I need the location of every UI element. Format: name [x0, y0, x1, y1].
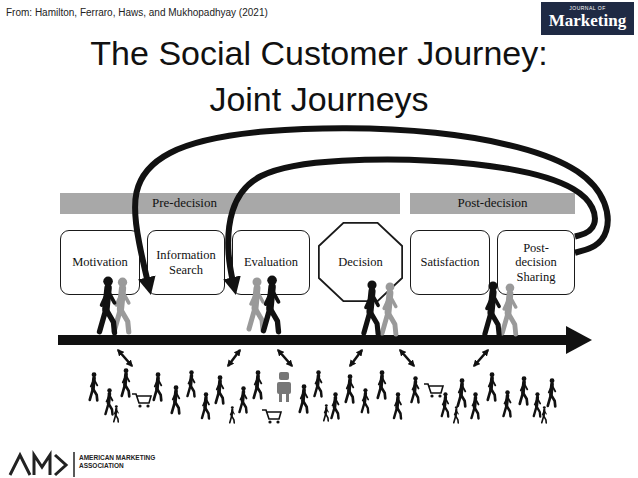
crowd-person	[188, 370, 195, 396]
association-name: AMERICAN MARKETING ASSOCIATION	[79, 454, 163, 470]
crowd-person	[300, 384, 308, 412]
stage-label: Post-decision Sharing	[504, 241, 568, 284]
stage-box: Motivation	[60, 230, 140, 295]
ama-logo	[10, 452, 74, 477]
cart-wheel	[430, 394, 433, 397]
crowd-person	[346, 374, 354, 402]
feedback-arrow	[135, 128, 608, 287]
crowd-person	[202, 392, 209, 418]
stage-box: Satisfaction	[410, 230, 490, 295]
cart-symbol	[262, 410, 281, 419]
crowd-person	[504, 390, 511, 416]
robot-body	[277, 382, 291, 394]
stage-box: Information Search	[147, 230, 225, 295]
ama-logo-mark	[55, 455, 66, 475]
stage-label: Motivation	[72, 255, 128, 269]
cart-wheel	[276, 420, 279, 423]
double-arrow	[228, 350, 240, 366]
companion-figure	[114, 278, 129, 332]
companion-figure	[382, 282, 396, 334]
feedback-arrow	[228, 160, 595, 288]
journal-logo-text: Marketing	[541, 12, 634, 30]
phase-band: Post-decision	[410, 193, 575, 214]
journal-logo-box	[541, 2, 634, 35]
ama-logo-mark	[34, 455, 50, 475]
crowd-person	[458, 378, 466, 406]
crowd-person	[362, 388, 369, 412]
stage-label: Evaluation	[244, 255, 298, 269]
cart-wheel	[268, 420, 271, 423]
slide-title: The Social Customer Journey: Joint Journ…	[69, 30, 569, 122]
crowd-person	[332, 392, 339, 418]
influence-arrows	[118, 350, 488, 366]
double-arrow	[278, 350, 292, 366]
double-arrow	[350, 350, 362, 366]
crowd-person	[442, 392, 449, 416]
ama-logo-mark	[10, 455, 30, 475]
stage-label: Decision	[338, 255, 382, 269]
double-arrow	[400, 350, 414, 366]
consumer-figure	[264, 276, 279, 332]
journal-logo-text: JOURNAL OF	[541, 5, 634, 11]
crowd-person	[412, 376, 419, 402]
cart-symbol	[132, 394, 151, 403]
crowd-person	[378, 370, 386, 398]
robot	[277, 372, 291, 402]
title-area: The Social Customer Journey: Joint Journ…	[69, 30, 569, 122]
crowd-child	[542, 406, 547, 423]
crowd-child	[114, 405, 119, 422]
crowd-person	[520, 376, 528, 404]
crowd-person	[472, 392, 479, 418]
cart-symbol	[424, 384, 443, 393]
companion-figure	[249, 278, 263, 331]
phase-band: Pre-decision	[60, 193, 400, 214]
crowd-person	[254, 370, 262, 398]
timeline-arrow	[58, 335, 570, 345]
double-arrow	[118, 350, 132, 366]
crowd-person	[154, 372, 162, 400]
crowd-person	[488, 372, 496, 400]
consumer-figure	[100, 277, 115, 333]
companion-figure	[502, 283, 516, 334]
phase-label: Post-decision	[457, 196, 527, 211]
stage-label: Information Search	[154, 248, 218, 277]
cart-wheel	[138, 404, 141, 407]
consumer-figure	[364, 281, 378, 334]
cart-wheel	[438, 394, 441, 397]
crowd-person	[216, 375, 224, 403]
cart-wheel	[146, 404, 149, 407]
crowd-person	[240, 386, 247, 412]
crowd-person	[548, 378, 556, 406]
crowd-child	[324, 404, 329, 421]
crowd-person	[90, 372, 98, 400]
crowd-person	[172, 385, 180, 413]
timeline-arrowhead	[566, 326, 592, 354]
cart-wheels	[138, 394, 441, 423]
robot-leg	[286, 394, 289, 402]
robot-leg	[279, 394, 282, 402]
ama-logo-divider	[73, 452, 75, 477]
crowd-child	[230, 406, 235, 423]
phase-label: Pre-decision	[152, 196, 217, 211]
crowd-person	[534, 392, 541, 416]
crowd-person	[106, 388, 113, 414]
crowd-child	[454, 406, 459, 423]
source-citation: From: Hamilton, Ferraro, Haws, and Mukho…	[6, 7, 336, 19]
robot-head	[279, 372, 289, 380]
crowd-person	[315, 370, 322, 396]
crowd-person	[122, 368, 130, 396]
stage-label: Satisfaction	[420, 255, 479, 269]
crowd-person	[394, 392, 401, 418]
consumer-figure	[485, 282, 499, 335]
double-arrow	[474, 350, 488, 366]
crowd	[90, 368, 556, 423]
